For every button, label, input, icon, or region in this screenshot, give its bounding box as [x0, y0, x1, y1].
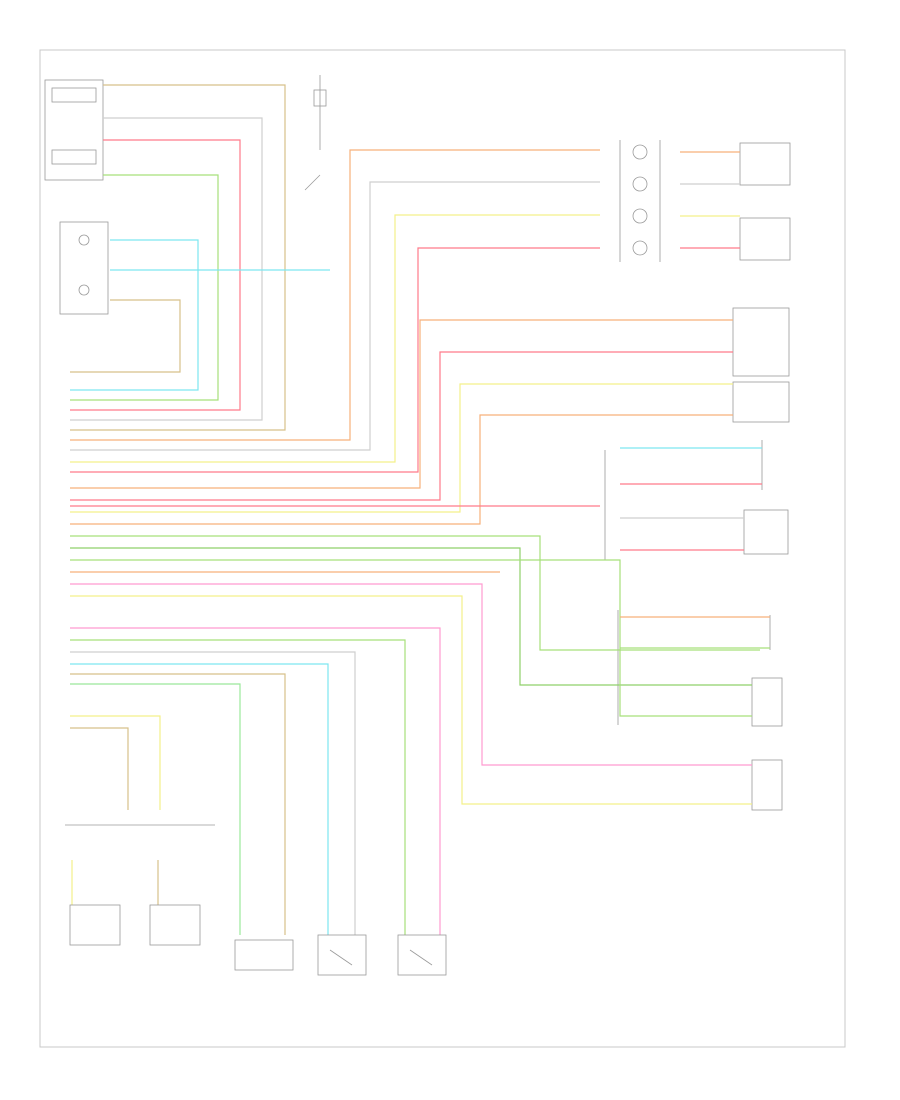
lower-components [65, 824, 447, 976]
airbag-connectors-upper [619, 140, 791, 262]
wire-harness [70, 84, 770, 935]
diagram-frame [39, 49, 846, 1048]
airbag-module [44, 79, 109, 315]
fuse-switch [304, 75, 327, 191]
right-side-modules [604, 307, 790, 811]
